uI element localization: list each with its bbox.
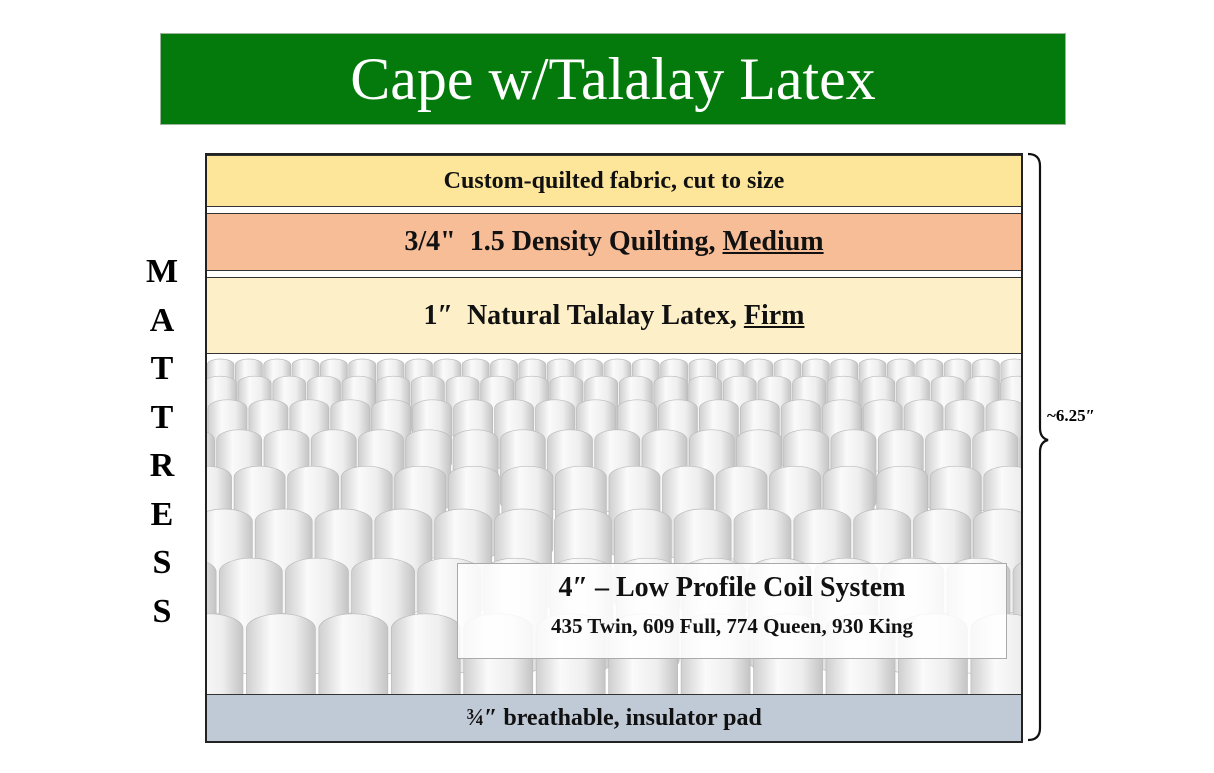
coil: [390, 613, 461, 694]
layer-latex: 1″ Natural Talalay Latex, Firm: [207, 277, 1021, 354]
mattress-vertical-label: M A T T R E S S: [140, 248, 184, 636]
side-letter: S: [152, 544, 172, 581]
height-label: ~6.25″: [1047, 406, 1095, 425]
layer-quilting: 3/4" 1.5 Density Quilting, Medium: [207, 213, 1021, 271]
layer-fabric: Custom-quilted fabric, cut to size: [207, 155, 1021, 207]
side-letter: E: [150, 495, 174, 533]
mattress-cross-section: Custom-quilted fabric, cut to size 3/4" …: [205, 153, 1023, 743]
coil-system-title: 4″ – Low Profile Coil System: [558, 572, 906, 603]
layer-pad-text: ¾″ breathable, insulator pad: [466, 704, 762, 731]
coil-system-label: 4″ – Low Profile Coil System 435 Twin, 6…: [457, 563, 1007, 659]
coil-counts: 435 Twin, 609 Full, 774 Queen, 930 King: [550, 614, 914, 638]
side-letter: T: [150, 398, 174, 436]
side-letter: A: [149, 301, 175, 339]
layer-latex-firmness: Firm: [743, 299, 805, 331]
layer-insulator-pad: ¾″ breathable, insulator pad: [207, 694, 1021, 741]
layer-quilting-text: 3/4" 1.5 Density Quilting,: [404, 226, 723, 257]
side-letter: T: [150, 350, 174, 387]
side-letter: R: [149, 447, 175, 484]
layer-quilting-firmness: Medium: [722, 226, 824, 257]
layer-latex-text: 1″ Natural Talalay Latex,: [423, 299, 744, 331]
coil: [246, 613, 316, 694]
layer-fabric-text: Custom-quilted fabric, cut to size: [443, 167, 785, 194]
coil: [207, 613, 244, 694]
height-bracket: [1027, 152, 1049, 742]
diagram-title: Cape w/Talalay Latex: [160, 33, 1066, 125]
coil: [318, 613, 389, 694]
side-letter: M: [145, 253, 179, 290]
side-letter: S: [152, 592, 172, 630]
